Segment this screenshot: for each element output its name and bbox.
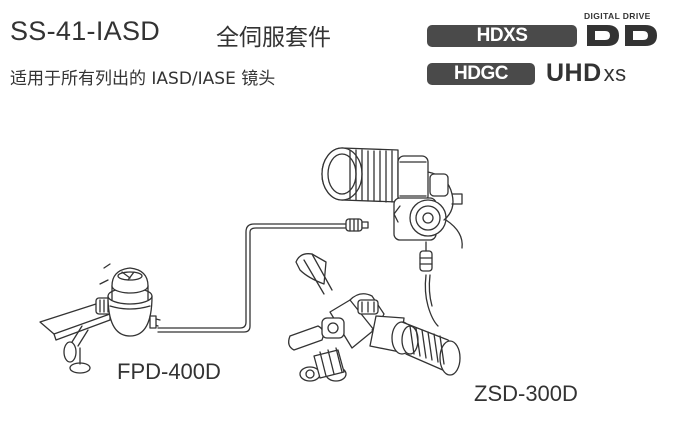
zoom-cable <box>419 241 439 327</box>
servo-lens <box>321 147 463 249</box>
uhdxs-logo: UHDxs <box>546 59 627 88</box>
xs-text: xs <box>603 61 627 86</box>
uhd-text: UHD <box>546 59 602 87</box>
page-title: SS-41-IASD <box>10 16 161 46</box>
zsd-300d-label: ZSD-300D <box>474 381 578 406</box>
hdxs-logo: HDXS <box>427 25 577 47</box>
digital-drive-logo: DD <box>587 25 657 46</box>
fpd-400d-label: FPD-400D <box>117 359 221 384</box>
focus-cable <box>157 218 369 333</box>
kit-name: 全伺服套件 <box>216 25 331 51</box>
zsd-300d-zoom-demand <box>288 253 461 382</box>
digital-drive-caption: DIGITAL DRIVE <box>584 11 651 21</box>
hdgc-logo: HDGC <box>427 63 535 85</box>
compatibility-note: 适用于所有列出的 IASD/IASE 镜头 <box>10 69 276 89</box>
fpd-400d-focus-demand <box>39 263 161 374</box>
